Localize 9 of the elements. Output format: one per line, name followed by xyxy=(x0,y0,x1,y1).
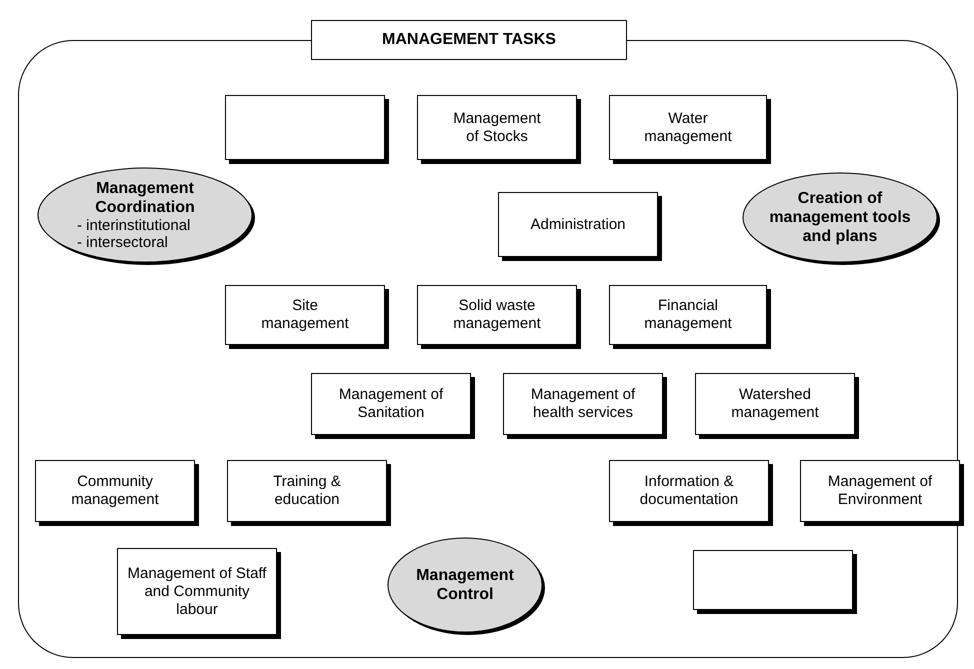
ellipse-title: Management Coordination xyxy=(94,179,196,217)
list-item: - interinstitutional xyxy=(77,217,190,234)
list-item: - intersectoral xyxy=(77,234,168,251)
ellipse-title: Creation of management tools and plans xyxy=(768,189,912,246)
heading-label: MANAGEMENT TASKS xyxy=(311,20,627,60)
task-ellipse xyxy=(740,170,940,265)
ellipse-title: Management Control xyxy=(415,566,515,604)
task-ellipse xyxy=(385,535,545,635)
task-ellipse xyxy=(35,165,255,265)
